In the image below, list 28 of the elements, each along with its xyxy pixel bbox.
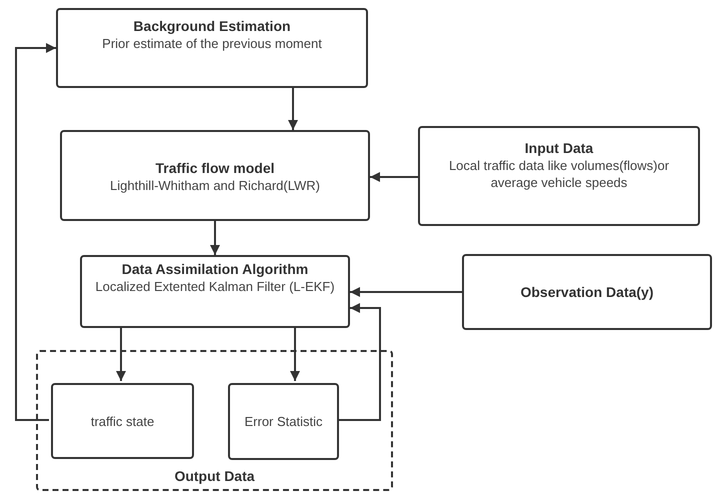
- arrow: [288, 88, 298, 130]
- box-title: traffic state: [90, 412, 156, 430]
- dashed-group-box: [36, 350, 393, 491]
- arrow: [337, 303, 381, 421]
- box-description: Localized Extented Kalman Filter (L-EKF): [94, 278, 336, 295]
- arrow: [350, 287, 462, 297]
- arrow: [370, 172, 418, 182]
- box-description: Local traffic data like volumes(flows)or average vehicle speeds: [448, 157, 670, 191]
- box-title: Observation Data(y): [519, 284, 655, 300]
- process-box: [60, 130, 370, 221]
- box-description: Lighthill-Whitham and Richard(LWR): [109, 177, 321, 194]
- arrow: [210, 221, 220, 255]
- box-description: Prior estimate of the previous moment: [101, 35, 323, 52]
- input-box: [418, 126, 700, 226]
- output-box: [51, 383, 194, 459]
- box-title: Data Assimilation Algorithm: [120, 261, 310, 278]
- box-title: Traffic flow model: [154, 160, 276, 177]
- box-title: Output Data: [173, 468, 256, 485]
- box-title: Error Statistic: [243, 413, 324, 430]
- box-title: Input Data: [524, 140, 594, 157]
- input-box: [462, 254, 712, 330]
- arrow: [116, 328, 126, 381]
- process-box: [56, 8, 368, 88]
- arrow: [290, 328, 300, 381]
- process-box: [80, 255, 350, 328]
- output-box: [228, 383, 339, 460]
- box-title: Background Estimation: [132, 18, 292, 35]
- arrow: [15, 43, 56, 421]
